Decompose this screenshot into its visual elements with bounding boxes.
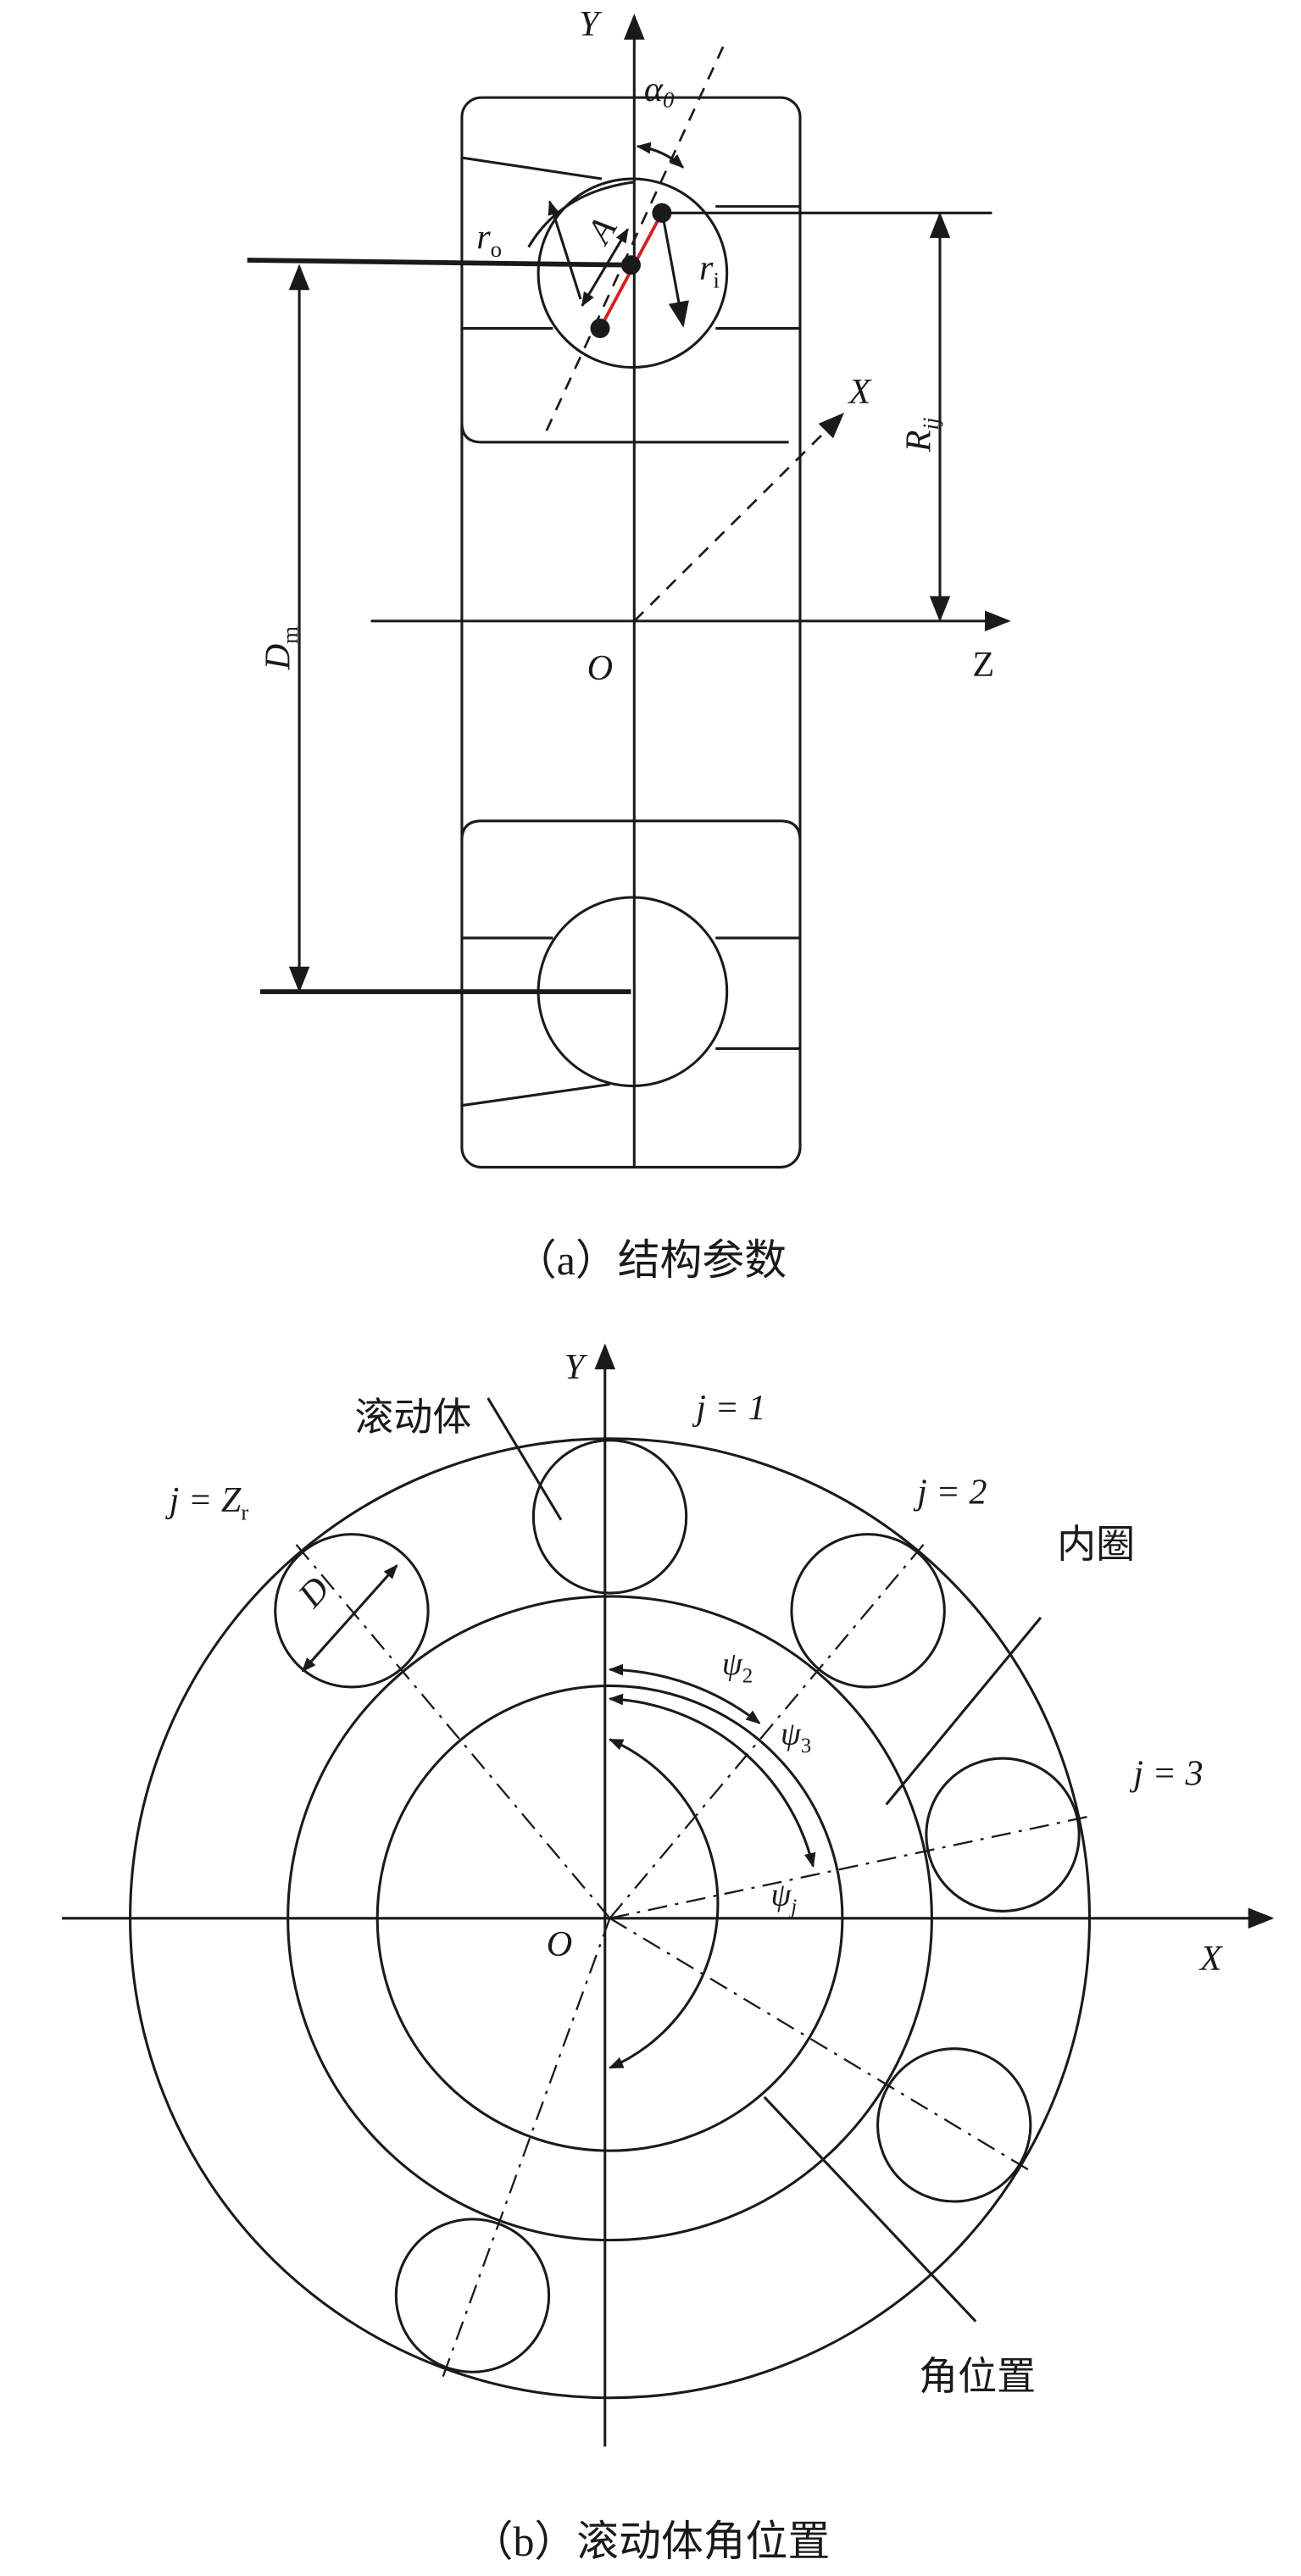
j1-label: j = 1 — [692, 1388, 765, 1428]
caption-a: （a）结构参数 — [514, 1237, 787, 1284]
j2-label: j = 2 — [913, 1473, 987, 1513]
contact-line — [545, 45, 726, 431]
rolling-element-ball — [876, 2047, 1032, 2203]
inner-ring-leader — [885, 1616, 1042, 1806]
ri-label: ri — [699, 248, 720, 293]
rolling-element-ball — [790, 1533, 946, 1689]
ro-label: ro — [476, 218, 502, 263]
ball-diameter-arrow — [301, 1564, 398, 1673]
ball-center — [620, 255, 641, 275]
j3-label: j = 3 — [1129, 1753, 1203, 1793]
rolling-element-ball — [394, 2218, 551, 2373]
alpha0-label: α0 — [644, 69, 675, 113]
rolling-element-ball — [274, 1533, 430, 1689]
inner-race-bottom-edge — [460, 819, 802, 841]
structure-parameters-figure: Y Z X O α0 ro ri A Dm Rij （a）结构参数 — [247, 4, 1011, 1284]
angular-position-leader — [763, 2096, 977, 2323]
inner-curvature-center — [652, 203, 672, 223]
rij-label: Rij — [898, 418, 943, 453]
outer-race-line — [461, 1083, 610, 1108]
x-axis-label: X — [1198, 1939, 1224, 1979]
psi2-label: ψ2 — [722, 1646, 753, 1688]
outer-race-line — [461, 156, 603, 180]
a-arrow — [581, 228, 629, 308]
rolling-elements — [274, 1439, 1087, 2378]
inner-ring-label: 内圈 — [1057, 1523, 1135, 1566]
psi3-label: ψ3 — [781, 1717, 811, 1758]
ball-diameter-label: D — [290, 1569, 337, 1616]
outer-curvature-center — [590, 319, 610, 339]
angular-position-label: 角位置 — [919, 2355, 1036, 2398]
y-axis-label: Y — [564, 1347, 588, 1387]
ball-position-line — [609, 1815, 1087, 1919]
origin-label: O — [587, 648, 613, 688]
y-axis-label: Y — [579, 4, 603, 44]
x-axis — [633, 413, 845, 622]
x-axis-label: X — [848, 372, 873, 412]
rolling-element-ball — [925, 1757, 1081, 1913]
jz-label: j = Zr — [165, 1480, 249, 1525]
origin-label: O — [547, 1924, 572, 1964]
rolling-element-ball — [531, 1439, 688, 1595]
ro-arrow — [548, 200, 582, 300]
dm-top-extension — [247, 258, 631, 268]
ball-position-line — [609, 1917, 1029, 2171]
bearing-outline — [460, 96, 802, 1169]
z-axis-label: Z — [972, 645, 994, 685]
ri-arrow — [662, 219, 689, 328]
ball-position-line — [442, 1918, 611, 2378]
psi3-arc — [608, 1693, 816, 1868]
top-ball — [537, 177, 729, 369]
outer-curvature-arc — [527, 180, 635, 248]
inner-race-top-edge — [460, 422, 789, 444]
psij-arc — [608, 1738, 720, 2069]
contact-angle-arrow — [636, 142, 685, 169]
caption-b: （b）滚动体角位置 — [471, 2518, 831, 2565]
dm-label: Dm — [259, 626, 303, 670]
rolling-element-leader — [486, 1397, 563, 1521]
angular-position-figure: Y X O 滚动体 内圈 角位置 j = 1 j = 2 j = 3 j = Z… — [62, 1343, 1275, 2565]
psij-label: ψj — [770, 1877, 797, 1918]
rolling-element-label: 滚动体 — [354, 1396, 471, 1439]
